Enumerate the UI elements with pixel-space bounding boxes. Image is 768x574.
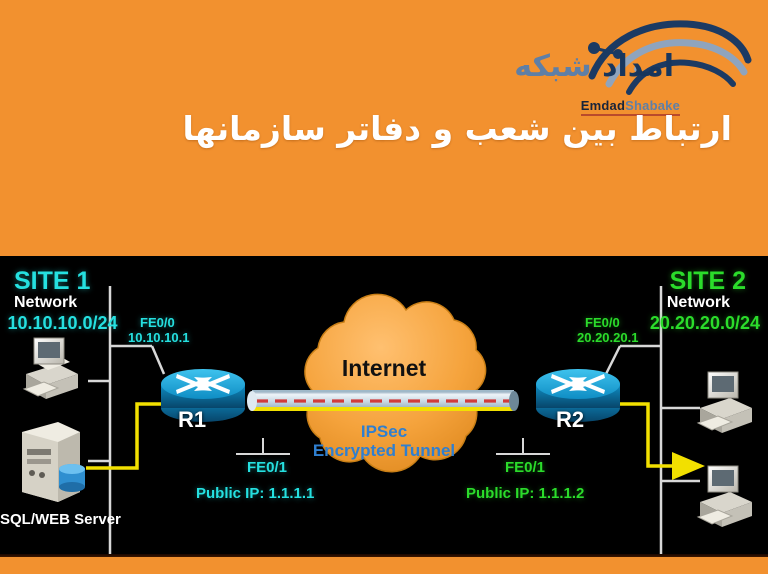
page-title: ارتباط بین شعب و دفاتر سازمانها [182, 109, 732, 148]
router-r1[interactable] [161, 369, 245, 422]
site1-wan-ip: Public IP: 1.1.1.1 [196, 485, 315, 502]
site2-lan-ip: 20.20.20.1 [577, 330, 639, 345]
logo-wordmark-latin: EmdadShabake [580, 98, 680, 116]
site1-wan-interface: FE0/1 [247, 459, 288, 476]
site1-lan-cabling [88, 286, 166, 557]
site2-flow-arrow [672, 452, 705, 480]
router-r2[interactable] [536, 369, 620, 422]
site2-title: SITE 2 [669, 267, 746, 295]
site2-workstation-bottom-icon [696, 465, 752, 527]
internet-cloud-label: Internet [341, 355, 427, 381]
header-banner: امداد شبکه EmdadShabake ارتباط بین شعب و… [0, 0, 768, 256]
site1-lan-interface: FE0/0 [140, 315, 175, 330]
logo-word-shabake: شبکه [514, 49, 592, 84]
site2-lan-cabling [604, 286, 700, 557]
sql-web-server-label: SQL/WEB Server [0, 511, 121, 528]
logo-latin-shabake: Shabake [625, 98, 680, 113]
site1-cidr: 10.10.10.0/24 [7, 313, 118, 333]
site1-network-label: Network [14, 294, 78, 311]
router-r1-arrows [176, 374, 230, 394]
brand-logo: امداد شبکه EmdadShabake [514, 14, 752, 116]
site2-cidr: 20.20.20.0/24 [649, 313, 760, 333]
tunnel-label-line1: IPSec [360, 422, 408, 441]
site1-workstation-icon [22, 337, 78, 399]
sql-web-server-icon [22, 422, 85, 502]
network-swoosh-icon [588, 20, 752, 95]
router-r2-label: R2 [556, 407, 585, 432]
tunnel-label-line2: Encrypted Tunnel [312, 441, 456, 460]
site1-yellow-cable [86, 402, 168, 470]
site2-wan-ip: Public IP: 1.1.1.2 [466, 485, 585, 502]
network-diagram: SITE 1 Network 10.10.10.0/24 SITE 2 Netw… [0, 256, 768, 557]
site2-wan-interface: FE0/1 [505, 459, 546, 476]
diagram-graphics [22, 286, 752, 557]
logo-wordmark-fa: امداد شبکه [514, 49, 675, 84]
ipsec-tunnel-pipe [247, 390, 519, 411]
router-r2-arrows [551, 374, 605, 394]
internet-cloud [304, 293, 487, 473]
site2-lan-interface: FE0/0 [585, 315, 620, 330]
logo-latin-emdad: Emdad [580, 98, 626, 113]
logo-word-emdad: امداد [602, 49, 675, 84]
site1-fe01-leader [236, 438, 290, 455]
site2-fe01-leader [496, 438, 550, 455]
site2-yellow-cable [600, 402, 695, 468]
site2-network-label: Network [666, 294, 730, 311]
router-r1-label: R1 [178, 407, 207, 432]
site1-lan-ip: 10.10.10.1 [128, 330, 190, 345]
site1-title: SITE 1 [14, 267, 91, 295]
site2-workstation-top-icon [696, 371, 752, 433]
